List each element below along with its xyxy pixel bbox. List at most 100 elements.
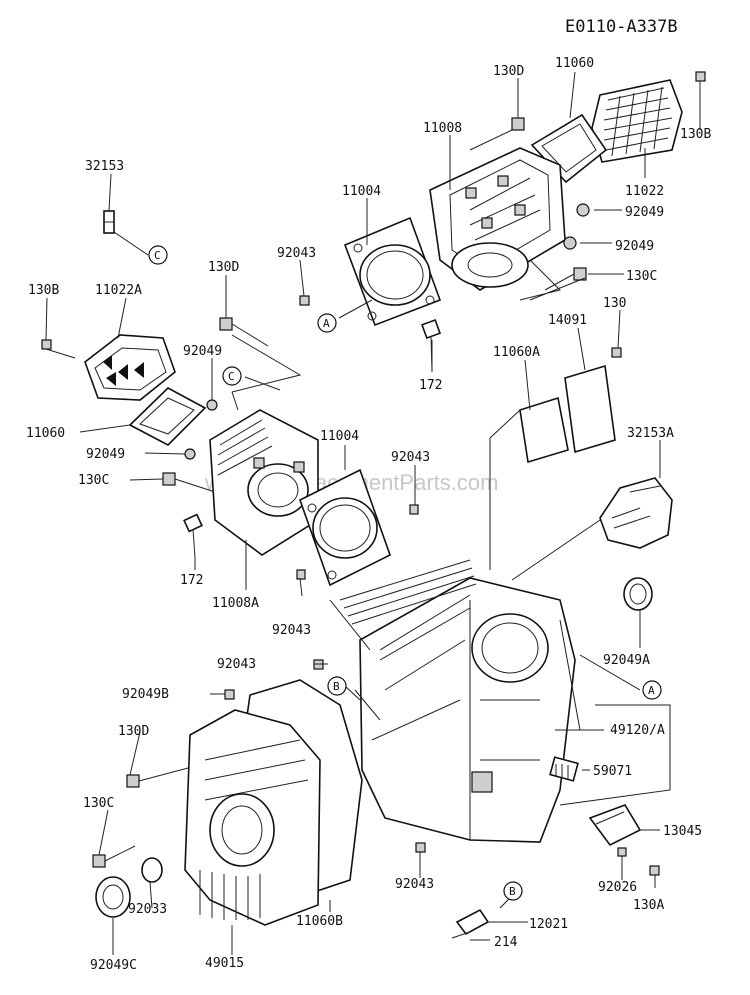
label-130d-top: 130D [493,64,524,79]
svg-text:B: B [333,680,340,693]
label-13045: 13045 [663,824,702,839]
label-49015: 49015 [205,956,244,971]
dowel-92043-low [296,569,306,580]
plug-92049b [224,689,235,700]
label-92049-mid: 92049 [183,344,222,359]
label-32153: 32153 [85,159,124,174]
label-11060a: 11060A [493,345,540,360]
label-11060-top: 11060 [555,56,594,71]
svg-text:B: B [509,885,516,898]
svg-text:A: A [323,317,330,330]
oil-seal-92049c [95,876,131,918]
oil-filter-59071 [549,756,579,782]
callout-a-right: A [642,680,662,700]
label-130b-right: 130B [680,127,711,142]
label-92049-r1: 92049 [625,205,664,220]
bolt-130c-right [544,267,587,291]
label-92033: 92033 [128,902,167,917]
bolt-130c-low [92,845,136,868]
label-92043-top: 92043 [277,246,316,261]
head-gasket-11004-top [343,216,442,327]
label-11022: 11022 [625,184,664,199]
crankcase-49120a [359,577,576,843]
bracket-13045 [588,804,642,847]
label-130c-right: 130C [626,269,657,284]
bolt-130b-right [695,71,706,118]
breather-gasket-11060a [519,396,569,464]
rocker-cover-11022a [84,334,176,401]
label-92049-r2: 92049 [615,239,654,254]
label-172-bottom: 172 [180,573,203,588]
callout-b-mid: B [327,676,347,696]
bolt-130b-left [41,339,76,359]
label-12021: 12021 [529,917,568,932]
stud-172-bottom [183,513,203,559]
part-labels: 130D 11060 130B 11008 32153 11004 11022 … [26,56,711,973]
label-92049c: 92049C [90,958,137,973]
head-gasket-11004-mid [299,468,391,587]
label-11008: 11008 [423,121,462,136]
label-92043-b: 92043 [217,657,256,672]
crankcase-cover-49015 [184,709,321,926]
label-92049b: 92049B [122,687,169,702]
label-92049-left: 92049 [86,447,125,462]
air-inlet-32153a [599,477,673,549]
svg-text:A: A [648,684,655,697]
label-11022a: 11022A [95,283,142,298]
label-32153a: 32153A [627,426,674,441]
label-92026: 92026 [598,880,637,895]
plug-92049-left [184,448,196,460]
pushrods [339,559,477,625]
leader-lines [45,71,701,955]
label-92043-bottom: 92043 [395,877,434,892]
label-11008a: 11008A [212,596,259,611]
callout-b-bottom: B [503,881,523,901]
cylinder-head-11008a [209,409,319,556]
bolt-130 [611,347,622,358]
label-92043-low: 92043 [272,623,311,638]
plug-92049-r2 [563,236,577,250]
clip-32153 [103,210,115,234]
bolt-130d-low [126,767,189,788]
stud-172-top [421,319,441,373]
label-130-right: 130 [603,296,626,311]
o-ring-92033 [141,857,163,883]
label-92043-mid: 92043 [391,450,430,465]
bolt-130d-mid [219,317,269,347]
label-130d-low: 130D [118,724,149,739]
label-92049a: 92049A [603,653,650,668]
label-11060-left: 11060 [26,426,65,441]
rocker-cover-11022 [591,79,683,163]
label-214: 214 [494,935,518,950]
label-130a: 130A [633,898,664,913]
label-11060b: 11060B [296,914,343,929]
svg-text:C: C [228,370,235,383]
diagram-code: E0110-A337B [565,17,678,37]
cylinder-head-11008 [429,147,566,291]
callout-c-mid: C [222,366,242,386]
bolt-130d-top [469,108,525,151]
label-130b-left: 130B [28,283,59,298]
label-14091: 14091 [548,313,587,328]
part-12021 [451,908,490,939]
plug-92049-r1 [576,203,590,217]
label-11004-top: 11004 [342,184,381,199]
breather-cover-14091 [564,364,616,454]
callout-c-top: C [148,245,168,265]
rocker-gasket-11060-left [128,387,207,446]
dowel-92043-top [299,295,310,306]
label-172-top: 172 [419,378,442,393]
dowel-92043-mid [409,504,419,515]
label-130c-low: 130C [83,796,114,811]
label-59071: 59071 [593,764,632,779]
bolt-130a [649,865,660,876]
label-130d-mid: 130D [208,260,239,275]
label-49120a: 49120/A [610,723,665,738]
svg-text:C: C [154,249,161,262]
label-130c-left: 130C [78,473,109,488]
plug-92026 [617,847,627,857]
oil-seal-92049a [623,577,653,611]
plug-92049-mid [206,399,218,411]
dowel-92043-bottom [415,842,426,853]
